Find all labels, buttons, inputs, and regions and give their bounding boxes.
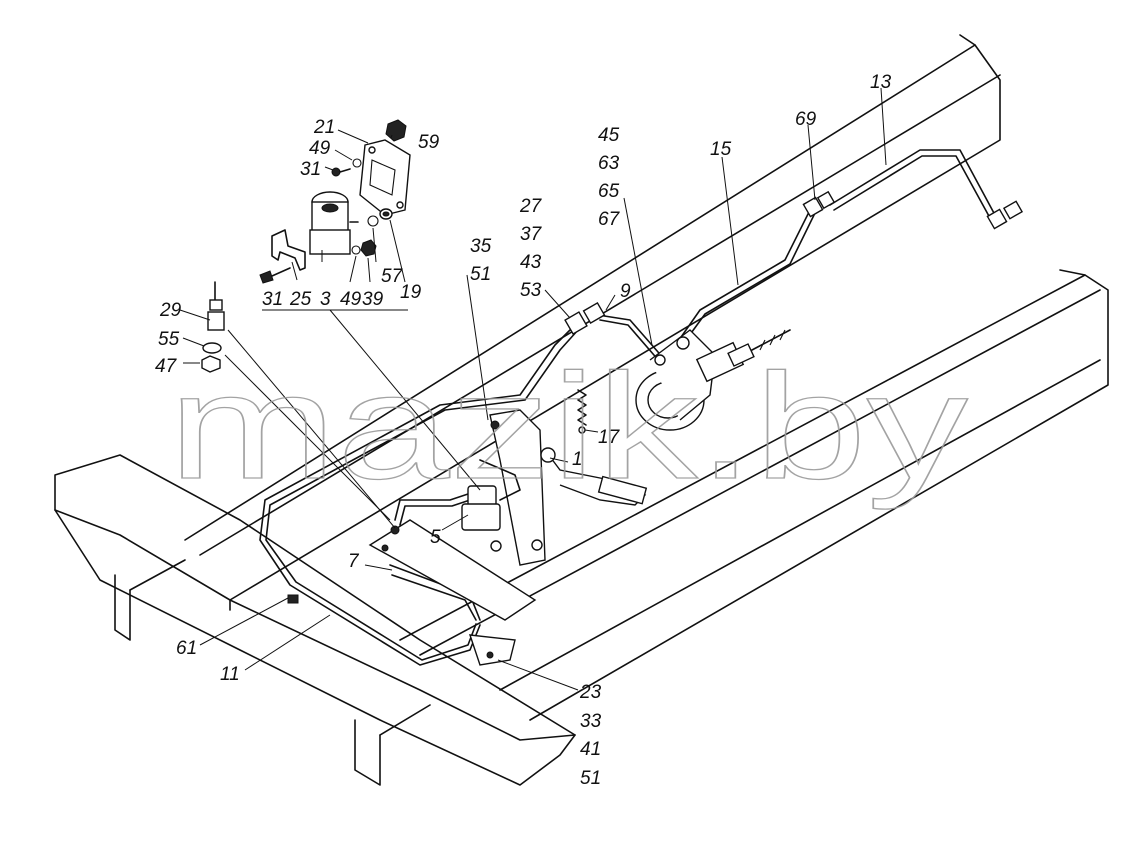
label-29: 29 (159, 300, 182, 321)
bolt-31a (331, 167, 351, 177)
label-21: 21 (313, 117, 335, 138)
clip-61 (287, 594, 299, 604)
mounting-plate-7 (368, 519, 537, 621)
washer-49b (351, 245, 361, 255)
label-53a: 53 (520, 280, 542, 301)
nut-59 (385, 119, 407, 142)
fitting-13-end (986, 200, 1024, 230)
pipe-upper-link (394, 489, 483, 526)
label-67: 67 (598, 209, 621, 230)
cross-member (54, 454, 576, 786)
watermark: mazik.by (168, 342, 968, 510)
pedal-1 (489, 409, 648, 566)
label-17: 17 (598, 427, 621, 448)
bleeder-29 (207, 281, 225, 331)
label-11: 11 (220, 664, 240, 685)
reservoir-3 (309, 191, 359, 255)
pipe-13 (829, 149, 996, 219)
label-51b: 51 (580, 768, 601, 789)
label-19: 19 (400, 282, 422, 303)
label-37: 37 (520, 224, 543, 245)
washer-49a (352, 158, 362, 168)
label-25: 25 (289, 289, 312, 310)
nut-39 (360, 239, 377, 257)
label-57: 57 (381, 266, 404, 287)
label-15: 15 (710, 139, 732, 160)
label-43: 43 (520, 252, 542, 273)
bracket-21 (359, 139, 411, 216)
master-cylinder-5 (461, 459, 521, 552)
label-23: 23 (579, 682, 602, 703)
bolt-31b (259, 267, 291, 284)
label-1: 1 (572, 449, 583, 470)
pipe-11 (259, 324, 579, 666)
label-31b: 31 (262, 289, 283, 310)
frame-rail-lower (399, 269, 1109, 721)
label-39: 39 (362, 289, 384, 310)
bracket-23 (468, 634, 516, 666)
label-49a: 49 (309, 138, 331, 159)
label-51a: 51 (470, 264, 491, 285)
label-59: 59 (418, 132, 440, 153)
label-69: 69 (795, 109, 817, 130)
callout-labels: 13 69 15 45 63 65 67 21 59 49 31 27 37 4… (155, 72, 892, 789)
label-49b: 49 (340, 289, 362, 310)
label-55: 55 (158, 329, 180, 350)
spring-17 (577, 389, 587, 434)
clutch-booster (635, 329, 791, 431)
washer-57 (367, 215, 379, 227)
label-45: 45 (598, 125, 620, 146)
label-65: 65 (598, 181, 620, 202)
label-13: 13 (870, 72, 892, 93)
pipe-9 (597, 314, 666, 363)
label-27: 27 (519, 196, 543, 217)
fitting-69 (802, 190, 836, 218)
leader-lines (179, 87, 887, 691)
washer-55 (202, 342, 222, 354)
spacer-19 (379, 208, 393, 220)
label-7: 7 (348, 551, 360, 572)
label-35: 35 (470, 236, 492, 257)
nut-47 (201, 355, 221, 373)
label-63: 63 (598, 153, 620, 174)
label-5: 5 (430, 527, 441, 548)
label-33: 33 (580, 711, 602, 732)
label-41: 41 (580, 739, 601, 760)
label-31a: 31 (300, 159, 321, 180)
label-47: 47 (155, 356, 178, 377)
strap-25 (271, 229, 306, 271)
label-61: 61 (176, 638, 197, 659)
label-9: 9 (620, 281, 631, 302)
fitting-53 (564, 301, 606, 335)
label-3: 3 (320, 289, 331, 310)
